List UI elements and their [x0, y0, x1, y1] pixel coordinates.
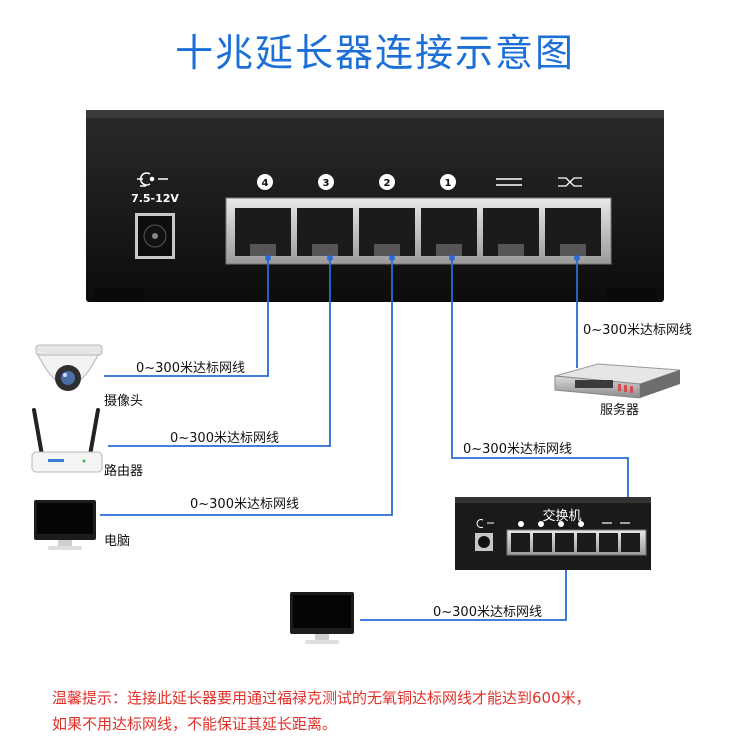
rj45-port-4[interactable] — [235, 208, 291, 256]
router-device — [31, 408, 103, 473]
switch-power-icon — [476, 519, 494, 528]
cable-label-switch: 0~300米达标网线 — [463, 442, 572, 457]
cable-switch-pc — [360, 546, 567, 621]
cable-camera — [104, 258, 269, 377]
extension-port-icon — [558, 177, 582, 187]
router-label: 路由器 — [104, 464, 144, 479]
page-title: 十兆延长器连接示意图 — [174, 31, 575, 75]
rj45-port-1[interactable] — [421, 208, 477, 256]
cable-endpoints — [265, 255, 580, 261]
switch-device: 交换机 — [455, 497, 651, 570]
cable-pc — [100, 258, 393, 516]
pc-device-2 — [290, 592, 354, 644]
power-jack: 7.5-12V — [131, 172, 179, 259]
rj45-port-2[interactable] — [359, 208, 415, 256]
rj45-port-3[interactable] — [297, 208, 353, 256]
power-voltage-label: 7.5-12V — [131, 192, 179, 205]
pc-label: 电脑 — [104, 534, 131, 549]
cable-label-pc: 0~300米达标网线 — [190, 497, 299, 512]
uplink-icon — [496, 178, 522, 186]
port-number-2: 2 — [384, 178, 391, 189]
server-label: 服务器 — [600, 403, 640, 418]
cable-label-router: 0~300米达标网线 — [170, 431, 279, 446]
cable-label-camera: 0~300米达标网线 — [136, 361, 245, 376]
rj45-port-row — [225, 197, 612, 265]
rj45-port-extension[interactable] — [545, 208, 601, 256]
note-line-2: 如果不用达标网线，不能保证其延长距离。 — [52, 715, 338, 733]
port-number-badges: 4 3 2 1 — [257, 174, 582, 190]
port-number-4: 4 — [262, 178, 269, 189]
cable-router — [108, 258, 331, 447]
camera-label: 摄像头 — [104, 394, 144, 409]
port-number-3: 3 — [323, 178, 330, 189]
switch-label: 交换机 — [542, 508, 581, 524]
camera-device — [35, 344, 103, 391]
cable-label-switch-pc: 0~300米达标网线 — [433, 605, 542, 620]
cable-label-server: 0~300米达标网线 — [583, 323, 692, 338]
cables — [100, 258, 629, 621]
note-line-1: 温馨提示：连接此延长器要用通过福禄克测试的无氧铜达标网线才能达到600米， — [52, 689, 591, 707]
rj45-port-uplink[interactable] — [483, 208, 539, 256]
pc-device — [34, 500, 96, 550]
port-number-1: 1 — [445, 178, 452, 189]
server-device — [554, 363, 681, 399]
dc-power-icon — [137, 172, 168, 187]
